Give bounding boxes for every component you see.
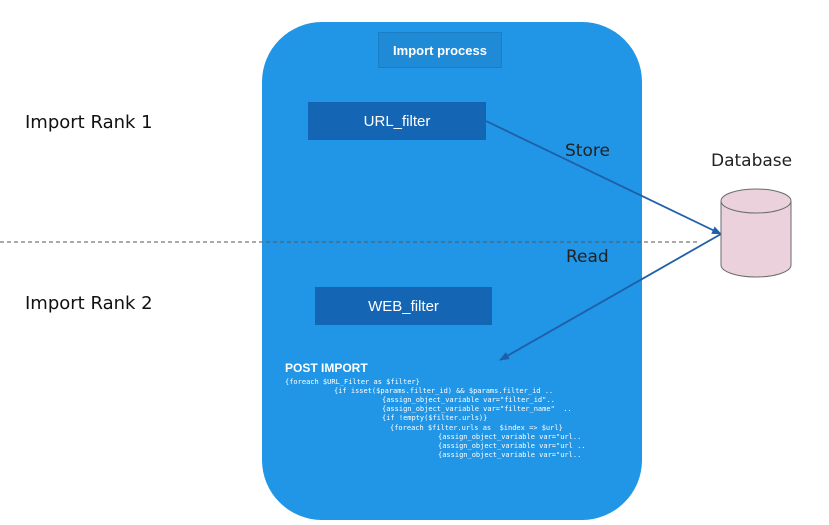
post-import-title: POST IMPORT xyxy=(285,361,368,375)
url-filter-box: URL_filter xyxy=(308,102,486,140)
code-line: {assign_object_variable var="url.. xyxy=(438,433,582,441)
database-cylinder-icon xyxy=(720,188,792,278)
import-process-title: Import process xyxy=(378,32,502,68)
code-line: {if !empty($filter.urls)} xyxy=(382,414,488,422)
database-label: Database xyxy=(711,151,793,171)
read-arrow xyxy=(499,233,722,361)
code-line: {assign_object_variable var="url .. xyxy=(438,442,586,450)
import-rank-2-label: Import Rank 2 xyxy=(25,293,153,314)
code-line: {foreach $filter.urls as $index => $url} xyxy=(390,424,563,432)
web-filter-box: WEB_filter xyxy=(315,287,492,325)
code-line: {assign_object_variable var="url.. xyxy=(438,451,582,459)
code-line: {foreach $URL_Filter as $filter} xyxy=(285,378,420,386)
store-edge-label: Store xyxy=(565,141,610,161)
store-arrow xyxy=(485,120,722,235)
code-line: {if isset($params.filter_id) && $params.… xyxy=(334,387,554,395)
code-line: {assign_object_variable var="filter_id".… xyxy=(382,396,555,404)
code-line: {assign_object_variable var="filter_name… xyxy=(382,405,572,413)
import-rank-1-label: Import Rank 1 xyxy=(25,112,153,133)
read-edge-label: Read xyxy=(566,247,609,267)
